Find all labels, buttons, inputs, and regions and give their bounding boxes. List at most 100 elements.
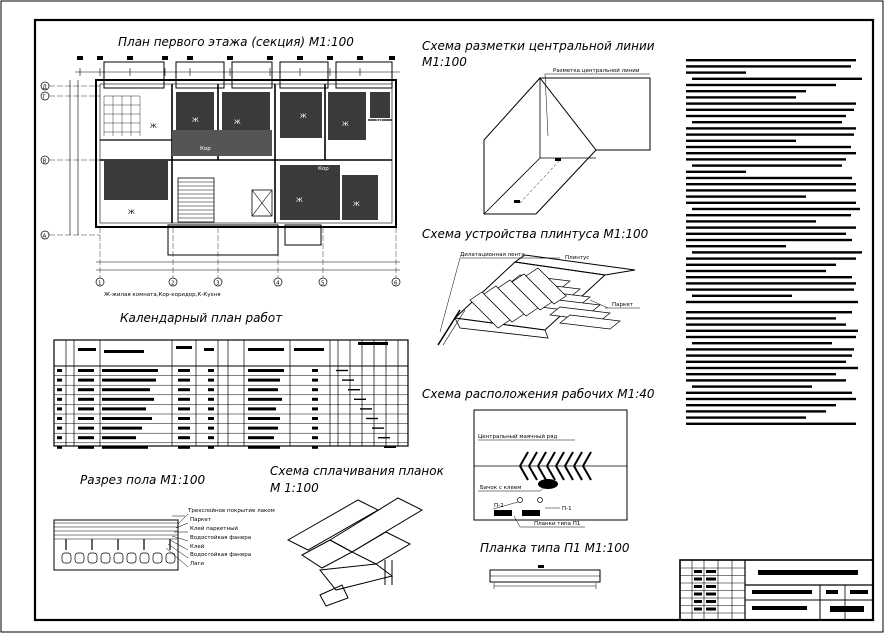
title-block-text [694,570,702,573]
schedule-title: Календарный план работ [120,311,283,325]
herringbone-plank [519,451,529,467]
parquet-plank [559,314,621,330]
herringbone-plank [555,451,565,467]
note-text-line [686,59,856,62]
note-text-line [686,354,852,357]
note-text-line [686,288,854,291]
cell-text-bar [248,369,284,372]
note-text-line [686,257,856,260]
workplaces-callout: Центральный маячный ряд [478,433,557,440]
cell-text-bar [312,436,318,440]
note-text-line [692,121,842,124]
note-text-line [686,170,746,173]
workplaces-callout: Бачок с клеем [480,485,521,491]
leader-line [169,539,189,551]
herringbone-plank [537,465,547,481]
note-text-line [686,195,806,198]
cell-text-bar [78,378,94,382]
herringbone-plank [582,465,592,481]
section-layer: Клей [190,543,205,550]
floor-section-title: Разрез пола М1:100 [80,473,205,487]
cell-text-bar [102,369,158,372]
cell-text-bar [248,388,278,392]
cell-text-bar [78,397,94,401]
note-text-line [686,189,856,192]
cell-text-bar [312,426,318,430]
floor-plan-title: План первого этажа (секция) М1:100 [118,35,354,49]
title-block-text [706,570,716,573]
plank-drawing [489,565,601,589]
cell-text-bar [178,369,190,372]
note-text-line [692,342,832,345]
title-block-text [706,600,716,603]
floor-section [53,515,185,571]
floor-plan: Ж Ж Ж Ж Ж Ж Ж Ж Кор Кор Кор Ж Д Г В А 1 … [40,56,401,287]
cell-text-bar [248,436,274,440]
leader-line [171,535,189,542]
note-text-line [686,102,856,105]
plinth-callout: Паркет [612,302,634,308]
section-layer: Паркет [190,517,212,523]
axis-letter: Г [43,95,47,101]
axis-letter: В [43,159,47,165]
herringbone-plank [564,451,574,467]
cell-text-bar [102,397,154,401]
axis-number: 4 [276,281,280,287]
cell-text-bar [102,426,142,430]
cell-text-bar [102,388,150,392]
section-void [139,552,150,564]
note-text-line [686,176,852,180]
section-void [165,552,176,564]
axis-number: 5 [321,281,325,287]
cell-text-bar [312,445,318,449]
section-void [74,552,85,564]
title-block-text [706,585,716,588]
cell-text-bar [57,445,62,449]
cell-text-bar [208,417,214,420]
title-block-text [706,577,716,581]
cell-text-bar [57,436,62,440]
note-text-line [686,410,826,413]
cell-text-bar [208,407,214,411]
cell-text-bar [208,388,214,392]
cell-text-bar [57,369,62,372]
cell-text-bar [312,397,318,401]
dimension-tick [77,56,83,60]
note-text-line [686,416,806,419]
workplaces-title: Схема расположения рабочих М1:40 [422,387,655,401]
axis-letter: Д [43,85,48,91]
axis-letter: А [43,234,47,240]
cell-text-bar [312,417,318,420]
room-label: Ж [150,123,157,130]
cell-text-bar [102,378,156,382]
cell-text-bar [208,445,214,449]
note-text-line [686,373,836,376]
axis-number: 6 [394,281,398,287]
cell-text-bar [102,407,146,411]
note-text-line [686,366,858,370]
room-label: Ж [128,209,135,216]
cell-text-bar [178,436,190,440]
note-text-line [686,232,846,235]
joining-scale: М 1:100 [270,481,319,495]
header-text-bar [78,348,96,351]
room-label: Ж [342,121,349,128]
section-layer: Водостойкая фанера [190,551,251,558]
cell-text-bar [178,388,190,392]
leader-line [177,513,189,525]
herringbone-plank [573,465,583,481]
note-text-line [686,71,746,74]
center-line-callout: Разметка центральной линии [553,67,640,74]
section-layer: Трехслойное покрытие лаком [187,507,275,514]
dimension-tick [187,56,193,60]
cell-text-bar [208,378,214,382]
herringbone-plank [519,465,529,481]
cell-text-bar [178,417,190,420]
cell-text-bar [248,407,276,411]
dimension-tick [327,56,333,60]
joining-scheme [286,497,424,607]
note-text-line [686,379,846,382]
note-text-line [686,83,836,87]
